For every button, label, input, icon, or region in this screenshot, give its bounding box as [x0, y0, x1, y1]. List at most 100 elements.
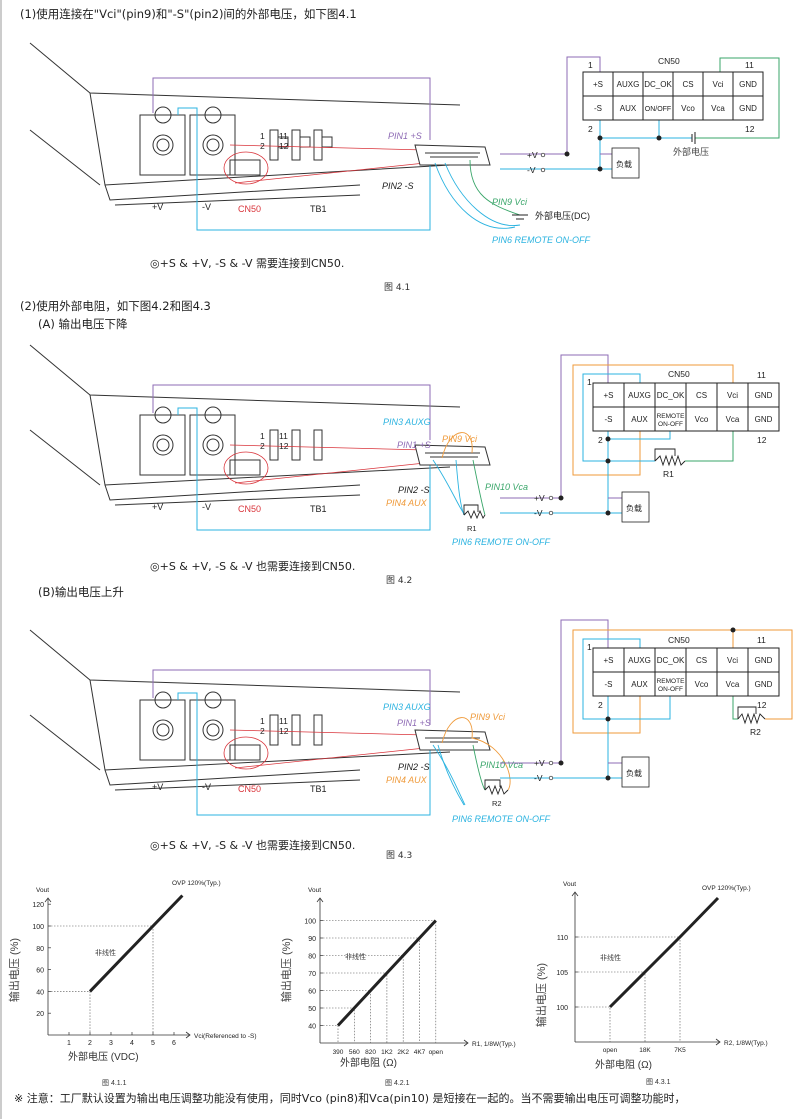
resistor-r2-icon [484, 779, 509, 796]
fig41-device-drawing: +V -V CN50 TB1 1 11 2 12 PIN1 +S PIN2 -S… [29, 42, 591, 245]
pin-label-2: 2 [260, 141, 265, 151]
cn50-pin-label: Vca [726, 680, 740, 689]
label-tb1: TB1 [310, 204, 327, 214]
wire-cyan-auxg [582, 638, 671, 720]
callout-r1: R1 [467, 524, 477, 533]
cn50-pin-label: REMOTE [657, 413, 685, 420]
wire-cyan-remote [608, 430, 671, 440]
fig42-device-drawing: +V -V CN50 TB1 1 11 2 12 PIN3 AUXG PIN1 … [29, 344, 551, 547]
callout-pin1: PIN1 +S [397, 440, 431, 450]
label-tb1: TB1 [310, 784, 327, 794]
x-tick-label: 390 [333, 1049, 344, 1056]
cn50-pin-label: DC_OK [644, 80, 672, 89]
y-axis-name: Vout [36, 887, 49, 894]
label-neg-v: -V [202, 202, 211, 212]
junction-dot [597, 135, 603, 141]
cn50-pin-label: DC_OK [657, 391, 685, 400]
fig43-caption: 图 4.3 [386, 851, 413, 861]
terminal-circle [548, 760, 554, 766]
pin-11: 11 [757, 635, 766, 645]
annotation: 非线性 [95, 948, 116, 957]
x-tick-label: 1 [67, 1040, 71, 1047]
y-tick-label: 90 [308, 936, 316, 943]
cn50-pin-label: ON-OFF [658, 421, 683, 428]
cn50-highlight [223, 451, 269, 485]
load-box [621, 491, 650, 523]
label-cn50: CN50 [238, 784, 261, 794]
x-axis-arrow [185, 1031, 191, 1039]
terminal-pos: +V [527, 150, 538, 160]
pin-label-1: 1 [260, 131, 265, 141]
wire-orange-vci [572, 364, 734, 476]
cn50-highlight [223, 151, 269, 185]
cn50-pin-label: ON/OFF [645, 106, 671, 113]
series-line [88, 894, 184, 993]
terminal-circle [548, 510, 554, 516]
wire-red-1 [229, 729, 426, 736]
cn50-pin-label: GND [755, 680, 773, 689]
page-left-rule [0, 0, 2, 1119]
y-tick-label: 40 [308, 1024, 316, 1031]
y-tick-label: 100 [32, 924, 44, 931]
pin-label-11: 11 [279, 716, 288, 726]
x-tick-label: 6 [172, 1040, 176, 1047]
resistor-label: R1 [663, 469, 674, 479]
pin-1: 1 [587, 642, 592, 652]
terminal-circle [540, 152, 546, 158]
cn50-plug [414, 729, 491, 751]
cn50-pin-label: GND [739, 80, 757, 89]
annotation: 非线性 [345, 952, 366, 961]
y-tick-label: 100 [556, 1005, 568, 1012]
pin-label-2: 2 [260, 726, 265, 736]
cn50-pin-label: DC_OK [657, 656, 685, 665]
callout-pin9: PIN9 Vci [470, 712, 506, 722]
x-tick-label: 3 [109, 1040, 113, 1047]
cn50-pin-label: GND [755, 415, 773, 424]
cn50-pin-label: CS [682, 80, 693, 89]
wire-purple-sense [500, 619, 609, 764]
x-tick-label: 1K2 [381, 1049, 393, 1056]
cn50-pin-label: Vca [711, 104, 725, 113]
guide-line [320, 1025, 339, 1043]
x-tick-label: 18K [639, 1047, 651, 1054]
cn50-plug [414, 444, 491, 466]
wire-cyan [177, 107, 431, 231]
pin-2: 2 [588, 124, 593, 134]
terminal-neg: -V [534, 773, 543, 783]
pin-12: 12 [757, 700, 767, 710]
x-tick-label: 820 [365, 1049, 376, 1056]
wire-green-vca [732, 695, 738, 720]
y-tick-label: 60 [36, 968, 44, 975]
cn50-pin-label: ON-OFF [658, 686, 683, 693]
callout-pin1: PIN1 +S [397, 718, 431, 728]
cn50-title: CN50 [668, 369, 690, 379]
guide-line [48, 991, 91, 1035]
junction-dot [656, 135, 662, 141]
y-tick-label: 40 [36, 989, 44, 996]
wire-green-vca [685, 430, 734, 462]
pin-label-12: 12 [279, 726, 289, 736]
x-tick-label: 560 [349, 1049, 360, 1056]
junction-dot [605, 510, 611, 516]
cn50-pin-label: AUX [620, 104, 637, 113]
label-tb1: TB1 [310, 504, 327, 514]
wire-cyan-pin2 [444, 162, 521, 226]
terminal-circle [540, 167, 546, 173]
cn50-title: CN50 [658, 56, 680, 66]
x-tick-label: open [603, 1047, 618, 1054]
cn50-pin-label: CS [696, 656, 707, 665]
cn50-pin-label: CS [696, 391, 707, 400]
y-axis-label: 输出电压 (%) [7, 938, 21, 1002]
cn50-pin-label: Vco [681, 104, 695, 113]
label-neg-v: -V [202, 782, 211, 792]
load-label: 负载 [616, 159, 632, 169]
cn50-pin-label: Vci [727, 656, 738, 665]
ovp-label: OVP 120%(Typ.) [702, 885, 751, 892]
wire-purple [152, 384, 431, 440]
cn50-pin-label: +S [603, 656, 613, 665]
x-tick-label: open [429, 1049, 444, 1056]
cn50-pin-label: +S [603, 391, 613, 400]
